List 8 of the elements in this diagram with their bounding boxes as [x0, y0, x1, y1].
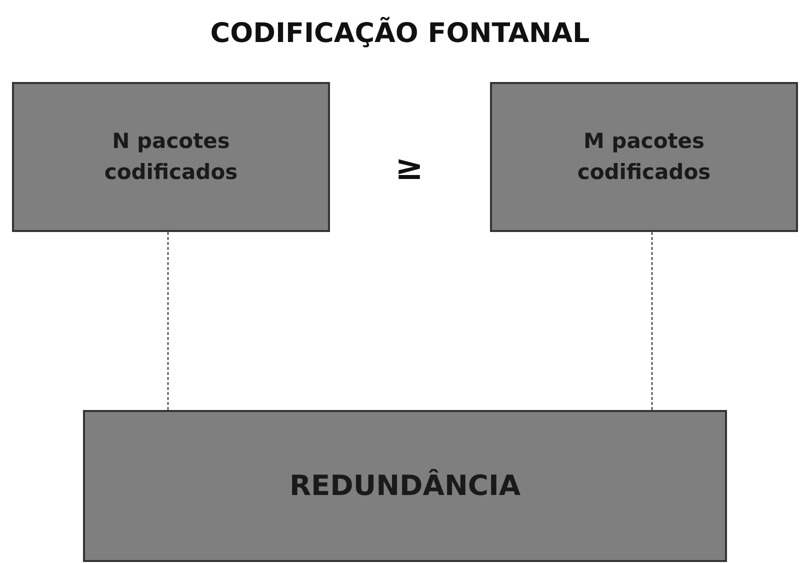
process-box	[12, 82, 330, 232]
box-text: REDUNDÂNCIA	[289, 468, 521, 504]
diagram-title: CODIFICAÇÃO FONTANAL	[209, 18, 591, 49]
process-box	[83, 410, 727, 562]
box-text: M pacotes codificados	[576, 128, 712, 186]
box-text: N pacotes codificados	[103, 128, 239, 186]
comparison-symbol: ≥	[395, 148, 424, 188]
process-box	[490, 82, 798, 232]
